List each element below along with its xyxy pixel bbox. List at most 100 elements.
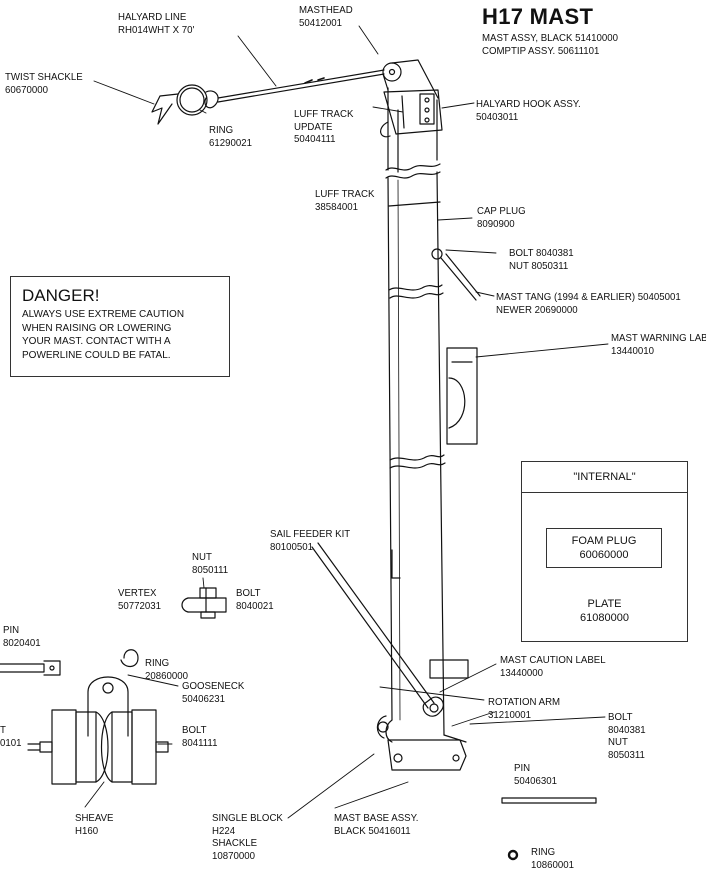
part-name: MAST CAUTION LABEL [500, 654, 606, 666]
part-name: SINGLE BLOCK [212, 812, 283, 824]
internal-title: "INTERNAL" [522, 462, 687, 493]
part-number: 10860001 [531, 858, 574, 871]
part-number: 50412001 [299, 16, 342, 29]
ring-middle [120, 649, 139, 668]
part-name: NUT [192, 551, 212, 563]
label-ring-bottom: RING 10860001 [531, 846, 574, 871]
part-name: T [0, 724, 6, 736]
part-name: BOLT [182, 724, 207, 736]
part-number: 10870000 [212, 849, 255, 862]
danger-line: ALWAYS USE EXTREME CAUTION [22, 309, 185, 320]
danger-line: YOUR MAST. CONTACT WITH A [22, 336, 171, 348]
part-number: 60670000 [5, 83, 48, 96]
part-name: UPDATE [294, 120, 333, 133]
part-number: 13440010 [611, 344, 654, 357]
label-vertex: VERTEX 50772031 [118, 587, 161, 612]
label-nut-vertex: NUT 8050111 [192, 551, 228, 576]
part-name: GOOSENECK [182, 680, 245, 692]
part-number: 20860000 [145, 669, 188, 682]
label-pin-lower: PIN 50406301 [514, 762, 557, 787]
part-number: 13440000 [500, 666, 543, 679]
part-name: MAST TANG (1994 & EARLIER) 50405001 [496, 291, 681, 303]
label-sheave: SHEAVE H160 [75, 812, 113, 837]
label-mast-tang: MAST TANG (1994 & EARLIER) 50405001 NEWE… [496, 291, 681, 316]
foam-plug-label: FOAM PLUG [571, 535, 637, 547]
label-ring-top: RING 61290021 [209, 124, 252, 149]
part-name: NUT [608, 736, 628, 748]
label-cap-plug: CAP PLUG 8090900 [477, 205, 526, 230]
label-luff-track-update: LUFF TRACK UPDATE 50404111 [294, 108, 353, 146]
part-name: SAIL FEEDER KIT [270, 528, 351, 540]
label-bolt-cut-left: T 0101 [0, 724, 21, 749]
label-pin-left: PIN 8020401 [3, 624, 41, 649]
part-name: PIN [514, 762, 531, 774]
label-bolt-vertex: BOLT 8040021 [236, 587, 274, 612]
label-ring-middle: RING 20860000 [145, 657, 188, 682]
label-single-block: SINGLE BLOCK H224 SHACKLE 10870000 [212, 812, 283, 862]
part-number: 8040021 [236, 599, 274, 612]
part-number: NEWER 20690000 [496, 303, 578, 316]
part-name: RING [531, 846, 556, 858]
part-number: 61290021 [209, 136, 252, 149]
part-number: H224 [212, 824, 236, 837]
part-name: LUFF TRACK [315, 188, 375, 200]
part-number: 8050311 [608, 748, 645, 761]
part-number: RH014WHT X 70' [118, 23, 195, 36]
part-number: 80100501 [270, 540, 313, 553]
part-number: H160 [75, 824, 99, 837]
internal-parts-box: "INTERNAL" FOAM PLUG 60060000 PLATE 6108… [521, 461, 688, 642]
part-number: 0101 [0, 736, 22, 749]
label-bolt-nut-upper: BOLT 8040381 NUT 8050311 [509, 247, 574, 272]
label-gooseneck: GOOSENECK 50406231 [182, 680, 244, 705]
subtitle-line: MAST ASSY, BLACK 51410000 [482, 32, 619, 44]
label-bolt-nut-lower: BOLT 8040381 NUT 8050311 [608, 711, 646, 761]
part-name: PIN [3, 624, 20, 636]
mast-tube [311, 59, 481, 771]
part-number: BLACK 50416011 [334, 824, 411, 837]
label-twist-shackle: TWIST SHACKLE 60670000 [5, 71, 83, 96]
part-name: CAP PLUG [477, 205, 526, 217]
plate-number: 61080000 [580, 612, 629, 624]
part-name: MAST WARNING LABEL [611, 332, 706, 344]
part-number: 38584001 [315, 200, 358, 213]
part-name: RING [209, 124, 234, 136]
foam-plug-box: FOAM PLUG 60060000 [546, 528, 662, 568]
vertex-fitting [181, 587, 227, 619]
part-name: RING [145, 657, 170, 669]
label-mast-caution: MAST CAUTION LABEL 13440000 [500, 654, 606, 679]
pin-lower [501, 797, 597, 804]
part-name: VERTEX [118, 587, 157, 599]
label-sail-feeder: SAIL FEEDER KIT 80100501 [270, 528, 350, 553]
ring-bottom [507, 849, 519, 861]
pin-left [0, 660, 61, 676]
part-name: LUFF TRACK [294, 108, 354, 120]
part-number: 50406231 [182, 692, 225, 705]
foam-plug-number: 60060000 [579, 549, 629, 561]
subtitle-line: COMPTIP ASSY. 50611101 [482, 44, 600, 57]
part-name: HALYARD HOOK ASSY. [476, 98, 581, 110]
part-name: SHEAVE [75, 812, 114, 824]
part-name: HALYARD LINE [118, 11, 187, 23]
part-name: BOLT 8040381 [509, 247, 574, 259]
part-number: 31210001 [488, 708, 531, 721]
part-number: 50403011 [476, 110, 519, 123]
part-number: 50404111 [294, 133, 336, 145]
part-name: MASTHEAD [299, 4, 353, 16]
danger-line: WHEN RAISING OR LOWERING [22, 322, 172, 334]
plate-name: PLATE [587, 598, 622, 610]
part-name: BOLT [236, 587, 261, 599]
part-name: ROTATION ARM [488, 696, 561, 708]
leader-lines [84, 25, 609, 819]
part-name: NUT 8050311 [509, 259, 569, 272]
part-number: 8040381 [608, 723, 646, 736]
part-name: TWIST SHACKLE [5, 71, 83, 83]
label-halyard-hook: HALYARD HOOK ASSY. 50403011 [476, 98, 581, 123]
part-number: 8050111 [192, 563, 229, 576]
gooseneck-assembly [27, 676, 169, 785]
part-name: BOLT [608, 711, 633, 723]
danger-heading: DANGER! [22, 286, 100, 305]
label-masthead: MASTHEAD 50412001 [299, 4, 353, 29]
label-halyard-line: HALYARD LINE RH014WHT X 70' [118, 11, 194, 36]
label-rotation-arm: ROTATION ARM 31210001 [488, 696, 560, 721]
danger-warning-box: DANGER! ALWAYS USE EXTREME CAUTION WHEN … [10, 276, 230, 377]
